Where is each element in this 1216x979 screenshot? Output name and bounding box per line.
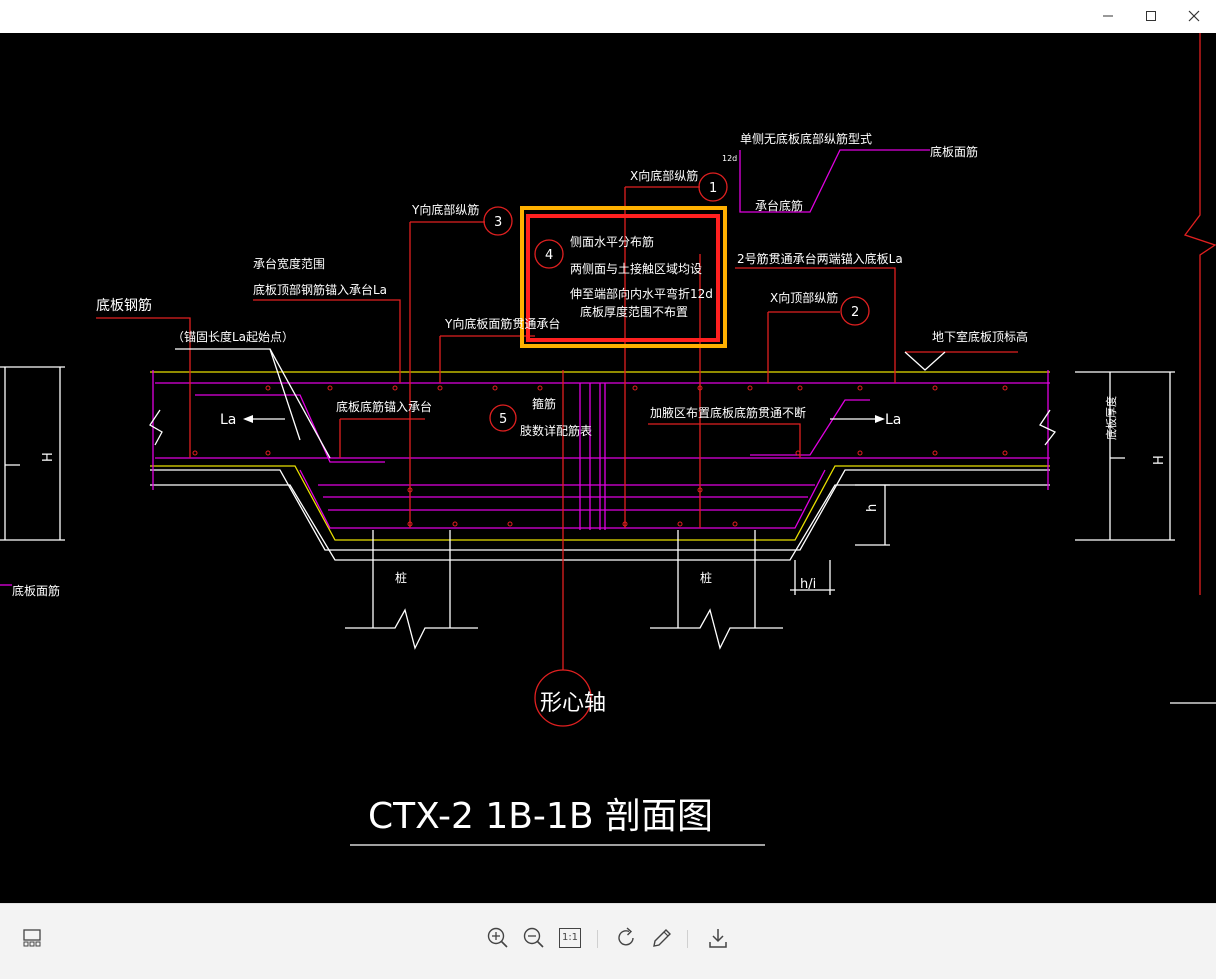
label-slab-top-bar-left: 底板面筋 xyxy=(12,583,60,598)
label-cap-width-range: 承台宽度范围 xyxy=(253,256,325,271)
close-button[interactable] xyxy=(1174,4,1214,28)
label-no2-anchor: 2号筋贯通承台两端锚入底板La xyxy=(737,251,903,266)
label-12d: 12d xyxy=(722,154,737,163)
label-pile-left: 桩 xyxy=(395,570,407,585)
label-side-line3: 伸至端部向内水平弯折12d xyxy=(570,286,713,301)
drawing-title: CTX-2 1B-1B 剖面图 xyxy=(368,796,713,837)
label-side-line1: 侧面水平分布筋 xyxy=(570,234,654,249)
zoom-in-button[interactable] xyxy=(483,923,513,953)
highlight-box-inner xyxy=(526,214,720,342)
cad-drawing: 单侧无底板底部纵筋型式 12d 承台底筋 底板面筋 X向底部纵筋 Y向底部纵筋 … xyxy=(0,33,1216,846)
label-stirrup-sub: 肢数详配筋表 xyxy=(520,423,592,438)
label-y-top-through: Y向底板面筋贯通承台 xyxy=(444,316,560,331)
marker-2-text: 2 xyxy=(851,305,859,320)
label-la-left: La xyxy=(220,412,236,428)
pencil-icon xyxy=(653,929,671,947)
marker-5 xyxy=(489,404,517,432)
bottom-toolbar: 1:1 xyxy=(0,903,1216,979)
zoom-out-icon xyxy=(523,927,544,948)
highlight-box-outer xyxy=(520,206,727,348)
centroid-axis-label: 形心轴 xyxy=(540,691,606,716)
actual-size-label: 1:1 xyxy=(559,928,581,948)
label-h-over-i: h/i xyxy=(800,577,816,592)
label-h-right: H xyxy=(1152,455,1167,465)
label-x-top-bar: X向顶部纵筋 xyxy=(770,290,838,305)
download-icon xyxy=(709,929,727,948)
maximize-button[interactable] xyxy=(1131,4,1171,28)
label-cap-bottom-bar: 承台底筋 xyxy=(755,198,803,213)
label-stirrup-title: 箍筋 xyxy=(532,396,556,411)
label-la-right: La xyxy=(885,412,901,428)
marker-4 xyxy=(534,239,564,269)
rotate-icon xyxy=(618,927,634,946)
centroid-axis-circle xyxy=(534,669,592,727)
marker-3 xyxy=(483,206,513,236)
rotate-button[interactable] xyxy=(611,923,641,953)
label-side-line4: 底板厚度范围不布置 xyxy=(580,304,688,319)
close-icon xyxy=(1188,10,1200,22)
marker-2 xyxy=(840,296,870,326)
label-basement-level: 地下室底板顶标高 xyxy=(932,329,1028,344)
minimize-icon xyxy=(1103,15,1113,17)
download-button[interactable] xyxy=(703,923,733,953)
marker-1-text: 1 xyxy=(709,181,717,196)
maximize-icon xyxy=(1146,11,1156,21)
label-pile-right: 桩 xyxy=(700,570,712,585)
marker-1 xyxy=(698,172,728,202)
thumbnail-button[interactable] xyxy=(17,923,47,953)
marker-5-text: 5 xyxy=(499,412,507,427)
edit-button[interactable] xyxy=(647,923,677,953)
label-slab-top-bar-right: 底板面筋 xyxy=(930,144,978,159)
marker-3-text: 3 xyxy=(494,215,502,230)
label-slab-thickness: 底板厚度 xyxy=(1104,396,1118,440)
label-side-line2: 两侧面与土接触区域均设 xyxy=(570,261,702,276)
thumbnail-icon xyxy=(23,929,41,947)
toolbar-divider xyxy=(687,930,688,948)
label-h-small: h xyxy=(865,504,880,512)
zoom-in-icon xyxy=(487,927,508,948)
label-slab-rebar: 底板钢筋 xyxy=(96,297,152,314)
label-h-left: H xyxy=(41,452,56,462)
label-strengthen: 加腋区布置底板底筋贯通不断 xyxy=(650,405,806,420)
minimize-button[interactable] xyxy=(1088,4,1128,28)
drawing-canvas[interactable]: 单侧无底板底部纵筋型式 12d 承台底筋 底板面筋 X向底部纵筋 Y向底部纵筋 … xyxy=(0,33,1216,903)
label-y-bottom-bar: Y向底部纵筋 xyxy=(411,202,479,217)
title-bar xyxy=(0,0,1216,34)
label-anchor-start: （锚固长度La起始点） xyxy=(172,329,294,344)
pile-left xyxy=(345,530,478,650)
label-single-side-top: 单侧无底板底部纵筋型式 xyxy=(740,131,872,146)
label-slab-top-anchor: 底板顶部钢筋锚入承台La xyxy=(253,282,387,297)
zoom-out-button[interactable] xyxy=(519,923,549,953)
label-slab-bottom-anchor: 底板底筋锚入承台 xyxy=(336,399,432,414)
actual-size-button[interactable]: 1:1 xyxy=(555,923,585,953)
toolbar-divider xyxy=(597,930,598,948)
marker-4-text: 4 xyxy=(545,248,553,263)
pile-right xyxy=(650,530,783,650)
drawing-border-line xyxy=(1183,33,1216,595)
label-x-bottom-bar: X向底部纵筋 xyxy=(630,168,698,183)
